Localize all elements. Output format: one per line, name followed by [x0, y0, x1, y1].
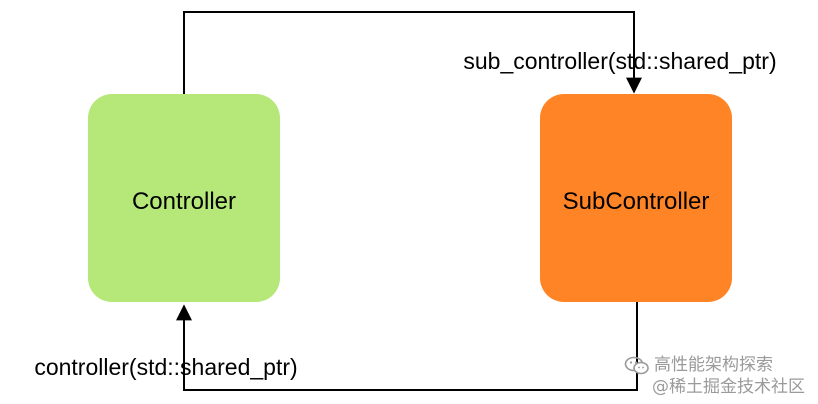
wechat-icon — [624, 356, 650, 381]
node-controller-label: Controller — [132, 188, 236, 215]
node-subcontroller-box — [540, 94, 732, 302]
node-controller: Controller — [88, 94, 280, 302]
edge-subcontroller-to-controller — [176, 302, 638, 391]
watermark: 高性能架构探索 @稀土掘金技术社区 — [622, 350, 816, 397]
edge-label-sub-controller: sub_controller(std::shared_ptr) — [463, 48, 776, 74]
node-controller-box — [88, 94, 280, 302]
node-subcontroller: SubController — [540, 94, 732, 302]
edge-label-controller: controller(std::shared_ptr) — [34, 354, 297, 380]
node-subcontroller-label: SubController — [563, 188, 710, 215]
watermark-account-name: 高性能架构探索 — [654, 355, 773, 375]
edge-controller-to-subcontroller — [183, 11, 642, 94]
watermark-community: @稀土掘金技术社区 — [652, 377, 805, 397]
